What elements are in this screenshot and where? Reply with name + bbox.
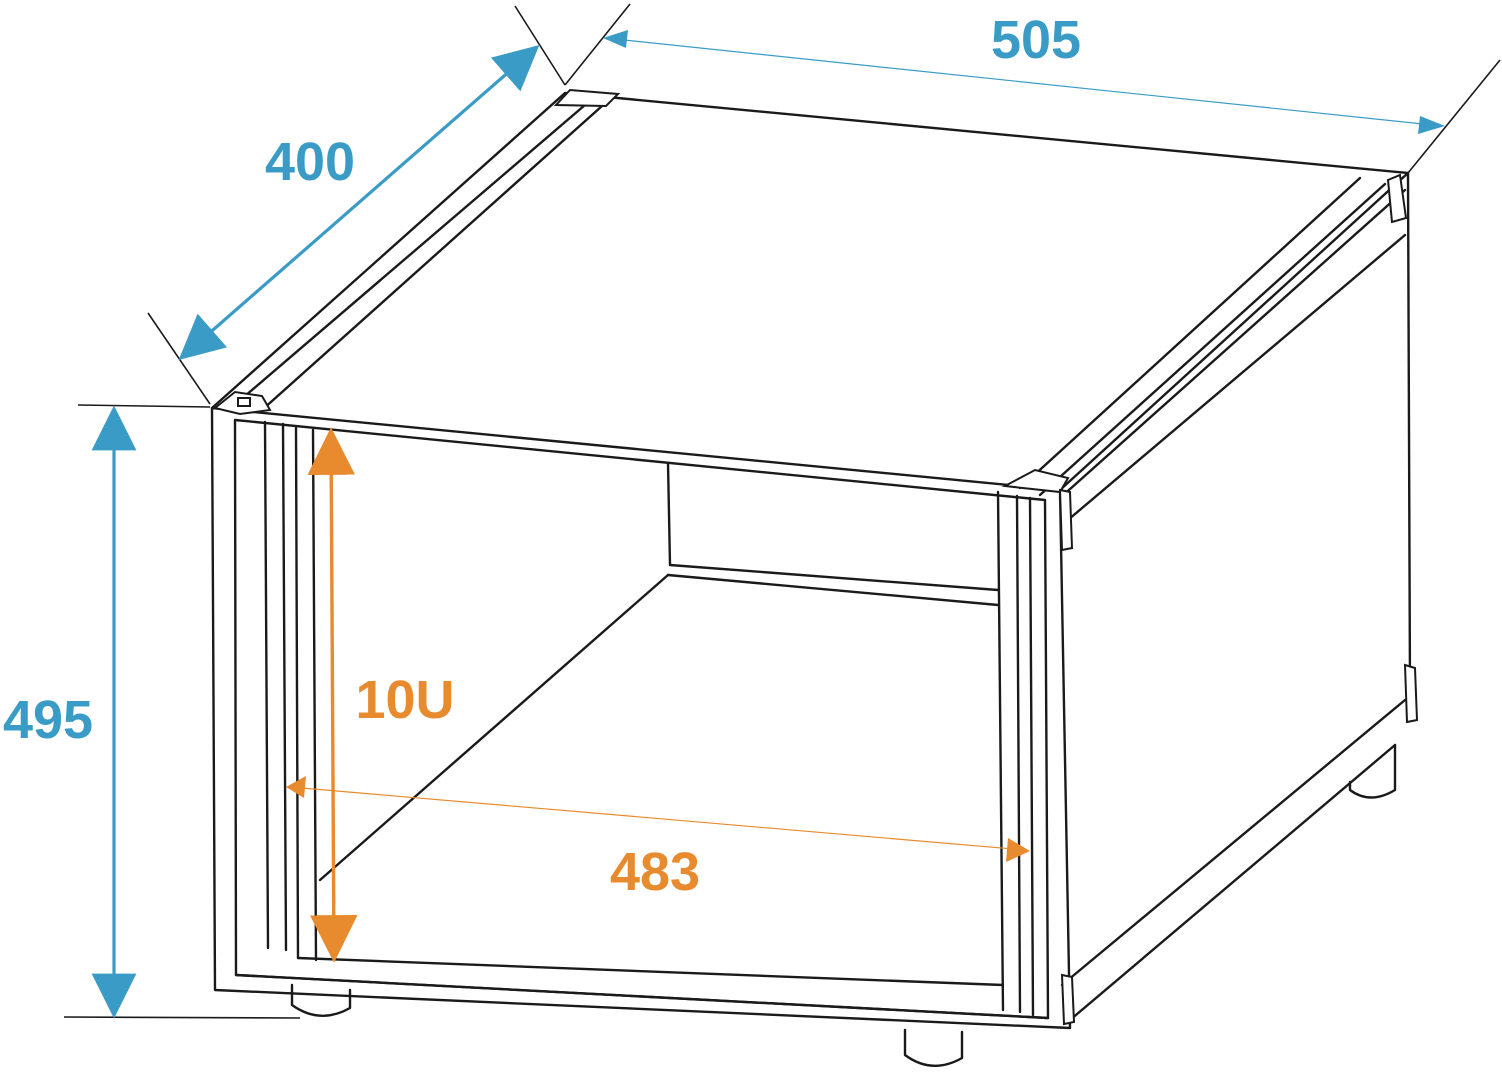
height-extension-line-bottom (63, 1016, 301, 1019)
width-arrow-line (604, 37, 1443, 127)
foot-front-right (903, 1028, 964, 1068)
foot-front-left (290, 983, 352, 1018)
width-arrow-head-left (603, 30, 628, 48)
height-label: 495 (3, 690, 93, 750)
height-dimension: 495 (3, 404, 301, 1019)
width-dimension: 505 (564, 3, 1501, 174)
interior-floor-edge (318, 573, 670, 882)
corner-plate-back-right (1386, 173, 1408, 224)
depth-arrow (178, 45, 540, 360)
side-latch-right-upper (1058, 488, 1074, 552)
rack-units-label: 10U (355, 670, 454, 730)
left-rack-rail (263, 420, 318, 962)
interior-back (666, 461, 1000, 607)
width-arrow-head-right (1418, 116, 1445, 134)
front-frame-outer (210, 406, 1072, 1030)
height-extension-line-top (77, 404, 211, 408)
corner-plate-back-left (553, 88, 621, 108)
side-latch-right-lower (1060, 973, 1076, 1026)
depth-extension-line-front (147, 312, 211, 405)
width-extension-line-left (564, 3, 631, 86)
depth-dimension: 400 (147, 5, 566, 405)
top-panel-outline (210, 91, 1410, 492)
right-side-panel (1060, 171, 1412, 1022)
depth-label: 400 (265, 132, 355, 192)
rack-width-dimension: 483 (286, 776, 1030, 902)
rack-units-dimension: 10U (307, 427, 455, 963)
top-right-rail (1018, 176, 1407, 500)
rack-width-arrow-line (289, 786, 1026, 851)
depth-extension-line-back (514, 5, 566, 86)
rack-width-arrow-head-right (1006, 838, 1030, 862)
side-latch-back-lower (1403, 663, 1419, 724)
corner-plate-front-left-screw (237, 397, 251, 407)
base-front-edge (234, 956, 1050, 1020)
foot-back-right (1348, 743, 1397, 799)
corner-plate-front-right (1001, 468, 1070, 494)
width-label: 505 (991, 10, 1081, 70)
rack-width-label: 483 (610, 842, 700, 902)
rack-units-arrow (307, 427, 358, 963)
rack-width-arrow-head-left (286, 776, 306, 798)
width-extension-line-right (1407, 59, 1501, 174)
case-body (210, 88, 1419, 1068)
right-rack-rail (996, 490, 1035, 1017)
